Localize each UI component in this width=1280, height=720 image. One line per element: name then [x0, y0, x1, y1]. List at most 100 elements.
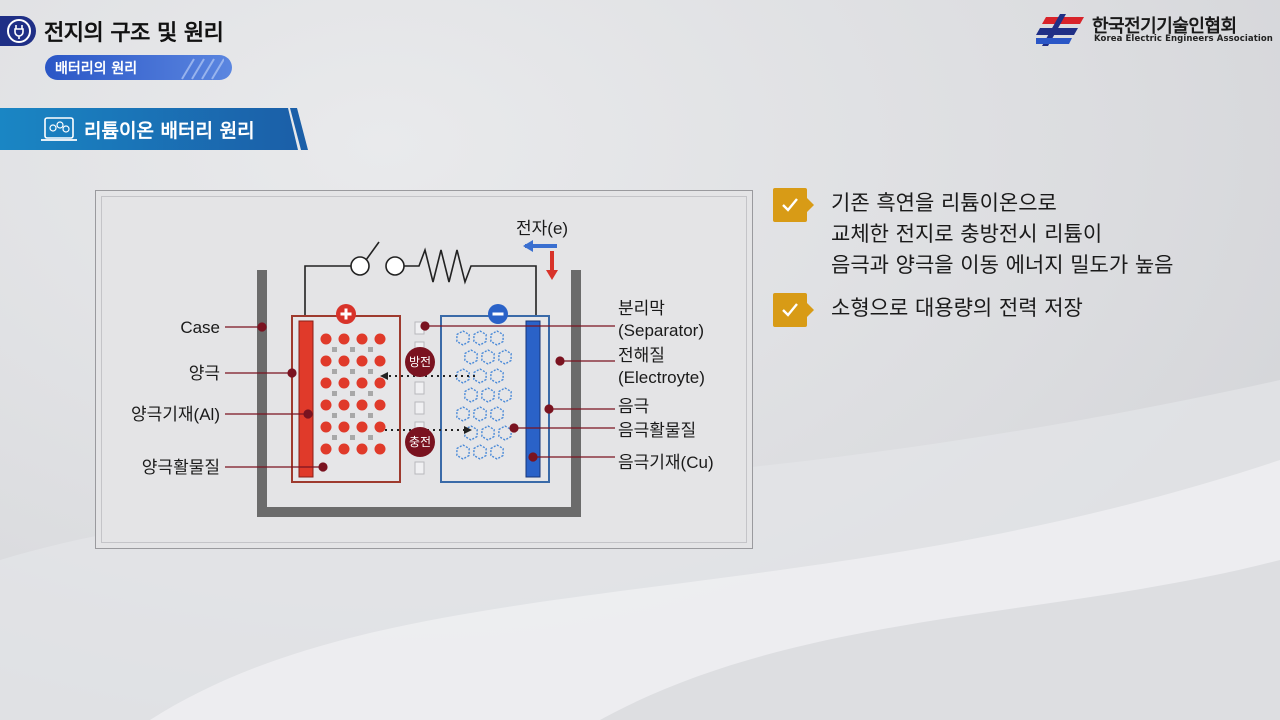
graphite-hexagon	[456, 330, 470, 346]
stripes-decoration	[181, 58, 224, 80]
lithium-ion	[332, 391, 337, 396]
lithium-ion	[350, 369, 355, 374]
battery-diagram: 전자(e) Case 양극 양극기재(Al) 양극활물질 분리막 (Separa…	[95, 190, 753, 549]
graphite-hexagon	[473, 444, 487, 460]
cathode-particle	[320, 421, 332, 433]
section-title: 리튬이온 배터리 원리	[84, 119, 255, 142]
anode-collector	[525, 320, 541, 478]
logo-name-en: Korea Electric Engineers Association	[1094, 34, 1273, 44]
graphite-hexagon	[473, 368, 487, 384]
bullet-item: 기존 흑연을 리튬이온으로 교체한 전지로 충방전시 리튬이 음극과 양극을 이…	[773, 188, 1174, 281]
page-title: 전지의 구조 및 원리	[44, 21, 224, 46]
label-electrolyte-1: 전해질	[618, 346, 665, 365]
graphite-hexagon	[490, 368, 504, 384]
label-separator-1: 분리막	[618, 299, 665, 318]
label-electrolyte-2: (Electroyte)	[618, 368, 705, 387]
graphite-hexagon	[473, 406, 487, 422]
cathode-particle	[338, 377, 350, 389]
logo-name-kr: 한국전기기술인협회	[1092, 16, 1237, 37]
cathode-particle	[374, 421, 386, 433]
lithium-ion	[350, 435, 355, 440]
label-separator-2: (Separator)	[618, 321, 704, 340]
label-anode-active: 음극활물질	[618, 421, 696, 440]
label-case: Case	[180, 318, 220, 337]
separator-segment	[414, 461, 425, 475]
graphite-hexagon	[490, 406, 504, 422]
check-icon	[773, 293, 814, 327]
bullet-text: 소형으로 대용량의 전력 저장	[831, 293, 1083, 324]
external-circuit	[304, 265, 351, 316]
cathode-particle	[356, 421, 368, 433]
graphite-hexagon	[481, 425, 495, 441]
cathode-particle	[374, 333, 386, 345]
cathode-particle	[356, 443, 368, 455]
separator-segment	[414, 381, 425, 395]
plug-icon	[0, 16, 36, 46]
graphite-hexagon	[481, 349, 495, 365]
cathode-particle	[338, 421, 350, 433]
label-anode-collector: 음극기재(Cu)	[618, 453, 714, 472]
kea-logo	[1036, 14, 1084, 46]
cathode-particle	[356, 377, 368, 389]
cathode-particle	[338, 333, 350, 345]
cathode-collector	[298, 320, 314, 478]
bullet-line: 교체한 전지로 충방전시 리튬이	[831, 222, 1103, 246]
check-icon	[773, 188, 814, 222]
bullet-item: 소형으로 대용량의 전력 저장	[773, 293, 1174, 327]
lithium-ion	[368, 347, 373, 352]
graphite-hexagon	[481, 387, 495, 403]
lithium-ion	[332, 413, 337, 418]
charge-label: 충전	[409, 435, 431, 449]
cathode-particle	[374, 355, 386, 367]
graphite-hexagon	[490, 330, 504, 346]
subtitle-text: 배터리의 원리	[55, 60, 138, 77]
cathode-active-material	[320, 333, 386, 455]
label-cathode: 양극	[189, 364, 220, 383]
cathode-particle	[320, 399, 332, 411]
cathode-particle	[356, 333, 368, 345]
graphite-hexagon	[498, 387, 512, 403]
graphite-hexagon	[464, 349, 478, 365]
cathode-particle	[374, 377, 386, 389]
bullet-line: 소형으로 대용량의 전력 저장	[831, 296, 1083, 320]
bullet-list: 기존 흑연을 리튬이온으로 교체한 전지로 충방전시 리튬이 음극과 양극을 이…	[773, 188, 1174, 339]
lithium-ion	[332, 369, 337, 374]
cathode-particle	[374, 399, 386, 411]
label-cathode-active: 양극활물질	[142, 458, 220, 477]
separator-segment	[414, 401, 425, 415]
graphite-hexagon	[456, 368, 470, 384]
discharge-label: 방전	[409, 355, 431, 369]
cathode-particle	[320, 377, 332, 389]
lithium-ion	[368, 435, 373, 440]
lithium-ion	[332, 435, 337, 440]
cathode-particle	[338, 443, 350, 455]
electron-label: 전자(e)	[516, 219, 568, 238]
lithium-ion	[368, 369, 373, 374]
lithium-ion	[350, 391, 355, 396]
graphite-hexagon	[456, 444, 470, 460]
lithium-ion	[368, 413, 373, 418]
cathode-particle	[338, 355, 350, 367]
charge-badge	[405, 427, 435, 457]
graphite-hexagon	[473, 330, 487, 346]
subtitle-pill: 배터리의 원리	[45, 55, 232, 80]
label-anode: 음극	[618, 397, 649, 416]
anode-active-material	[456, 330, 512, 460]
cathode-particle	[374, 443, 386, 455]
bullet-line: 기존 흑연을 리튬이온으로	[831, 191, 1057, 215]
bullet-line: 음극과 양극을 이동 에너지 밀도가 높음	[831, 253, 1174, 277]
lithium-ion	[332, 347, 337, 352]
page-title-row: 전지의 구조 및 원리	[0, 14, 224, 48]
graphite-hexagon	[456, 406, 470, 422]
graphite-hexagon	[490, 444, 504, 460]
graphite-hexagon	[464, 387, 478, 403]
section-bar	[0, 108, 308, 150]
cathode-particle	[320, 355, 332, 367]
cathode-particle	[320, 333, 332, 345]
cathode-particle	[356, 399, 368, 411]
cathode-particle	[356, 355, 368, 367]
battery-case	[257, 270, 581, 517]
bullet-text: 기존 흑연을 리튬이온으로 교체한 전지로 충방전시 리튬이 음극과 양극을 이…	[831, 188, 1174, 281]
label-cathode-collector: 양극기재(Al)	[131, 405, 220, 424]
lithium-ion	[350, 413, 355, 418]
